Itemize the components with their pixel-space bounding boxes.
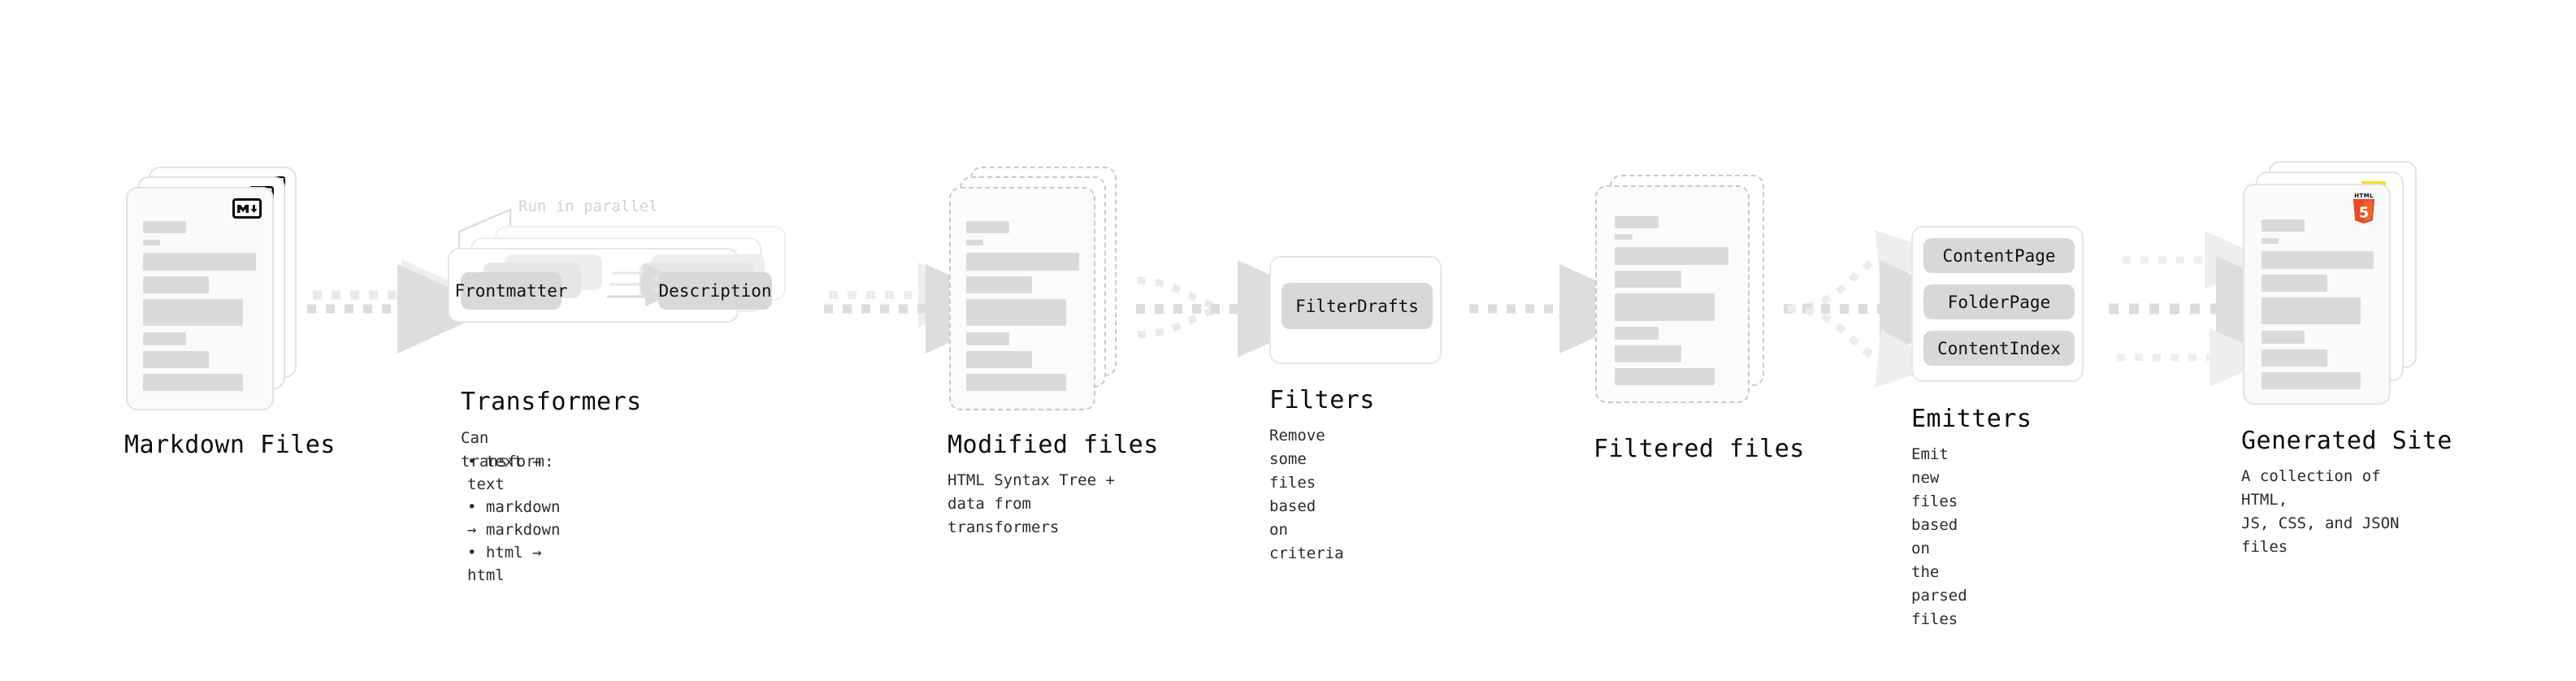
skeleton-bar: [1615, 368, 1715, 385]
filtered-doc-front: [1595, 185, 1750, 403]
stage-markdown-files: Markdown Files: [124, 167, 335, 459]
generated-site-desc: A collection of HTML, JS, CSS, and JSON …: [2241, 467, 2400, 556]
list-item-label: markdown → markdown: [467, 498, 561, 539]
parallel-bracket: [458, 208, 512, 250]
skeleton-bar: [966, 299, 1066, 326]
transformer-chip-frontmatter[interactable]: Frontmatter: [454, 272, 568, 310]
skeleton-bar: [1615, 345, 1681, 362]
skeleton-bar: [143, 276, 209, 293]
parallel-label: Run in parallel: [518, 197, 658, 215]
skeleton-bar: [966, 332, 1009, 345]
page-title-filters: Filters: [1269, 386, 1375, 414]
skeleton-bar: [966, 276, 1032, 293]
skeleton-bar: [143, 351, 209, 368]
markdown-icon: [232, 198, 262, 219]
skeleton-bar: [143, 299, 243, 326]
skeleton-bar: [966, 221, 1009, 233]
skeleton-bar: [143, 221, 186, 233]
filter-chip-filterdrafts[interactable]: FilterDrafts: [1281, 283, 1433, 329]
skeleton-bar: [143, 253, 256, 271]
transformers-desc: Can transform:: [461, 429, 554, 471]
page-title-filtered-files: Filtered files: [1594, 435, 1805, 463]
stage-generated-site: CSS HTML 5: [2241, 161, 2452, 556]
skeleton-bar: [143, 374, 243, 391]
skeleton-bar: [2262, 251, 2374, 269]
arrow-emitters-to-generated: [2109, 231, 2332, 387]
skeleton-bar: [1615, 271, 1681, 288]
skeleton-bar: [1615, 216, 1659, 228]
skeleton-bar: [966, 351, 1032, 368]
arrow-filtered-to-emitters: [1784, 230, 1987, 388]
list-item-label: text → text: [467, 453, 542, 493]
transformer-chip-description[interactable]: Description: [658, 272, 772, 310]
emitters-group: ContentPage FolderPage ContentIndex: [1911, 226, 2084, 382]
html5-icon-shield: 5: [2353, 199, 2375, 224]
html5-icon-word: HTML: [2354, 193, 2374, 199]
skeleton-bar: [966, 240, 983, 245]
html5-icon: HTML 5: [2350, 193, 2378, 225]
skeleton-bar: [2262, 372, 2361, 389]
emitter-chip-folderpage[interactable]: FolderPage: [1923, 284, 2075, 319]
emitter-chip-contentindex[interactable]: ContentIndex: [1923, 331, 2075, 366]
skeleton-bar: [1615, 247, 1728, 265]
stage-modified-files: Modified files HTML Syntax Tree + data f…: [948, 167, 1158, 536]
list-item: • text → text: [467, 453, 542, 493]
generated-doc-stack: CSS HTML 5: [2243, 161, 2418, 405]
generated-doc-front: HTML 5: [2243, 184, 2391, 405]
markdown-doc-stack: [126, 167, 297, 410]
transformer-inner-arrows: [607, 263, 667, 306]
skeleton-bar: [966, 374, 1066, 391]
skeleton-bar: [2262, 349, 2327, 367]
markdown-doc-front: [126, 187, 274, 410]
skeleton-bar: [2262, 275, 2327, 292]
page-title-generated-site: Generated Site: [2241, 427, 2452, 455]
skeleton-bar: [2262, 331, 2305, 344]
emitter-chip-contentpage[interactable]: ContentPage: [1923, 238, 2075, 273]
skeleton-bar: [2262, 219, 2305, 232]
transformers-bullet-list: • text → text • markdown → markdown • ht…: [467, 450, 560, 587]
modified-files-desc: HTML Syntax Tree + data from transformer…: [948, 471, 1115, 536]
filtered-doc-stack: [1595, 175, 1766, 410]
list-item: • markdown → markdown: [467, 498, 561, 539]
skeleton-bar: [1615, 293, 1715, 321]
modified-doc-stack: [949, 167, 1120, 410]
skeleton-bar: [2262, 238, 2279, 244]
filters-group: FilterDrafts: [1269, 256, 1442, 364]
filters-desc: Remove some files based on criteria: [1269, 427, 1344, 562]
page-title-modified-files: Modified files: [948, 431, 1159, 459]
stage-filtered-files: Filtered files: [1594, 175, 1804, 463]
skeleton-bar: [1615, 234, 1633, 240]
skeleton-bar: [143, 332, 186, 345]
arrow-markdown-to-transformers: [307, 259, 496, 354]
modified-doc-front: [949, 187, 1095, 410]
svg-text:5: 5: [2359, 205, 2369, 222]
list-item-label: html → html: [467, 544, 542, 584]
skeleton-bar: [143, 240, 160, 245]
list-item: • html → html: [467, 544, 542, 584]
emitters-desc: Emit new files based on the parsed files: [1911, 445, 1967, 628]
skeleton-bar: [1615, 327, 1659, 340]
page-title-emitters: Emitters: [1911, 405, 2032, 433]
arrow-modified-to-filters: [1136, 260, 1345, 358]
arrow-transformers-to-modified: [824, 262, 1024, 354]
skeleton-bar: [2262, 297, 2361, 324]
skeleton-bar: [966, 253, 1079, 271]
page-title-transformers: Transformers: [461, 388, 642, 416]
page-title-markdown-files: Markdown Files: [124, 431, 336, 459]
